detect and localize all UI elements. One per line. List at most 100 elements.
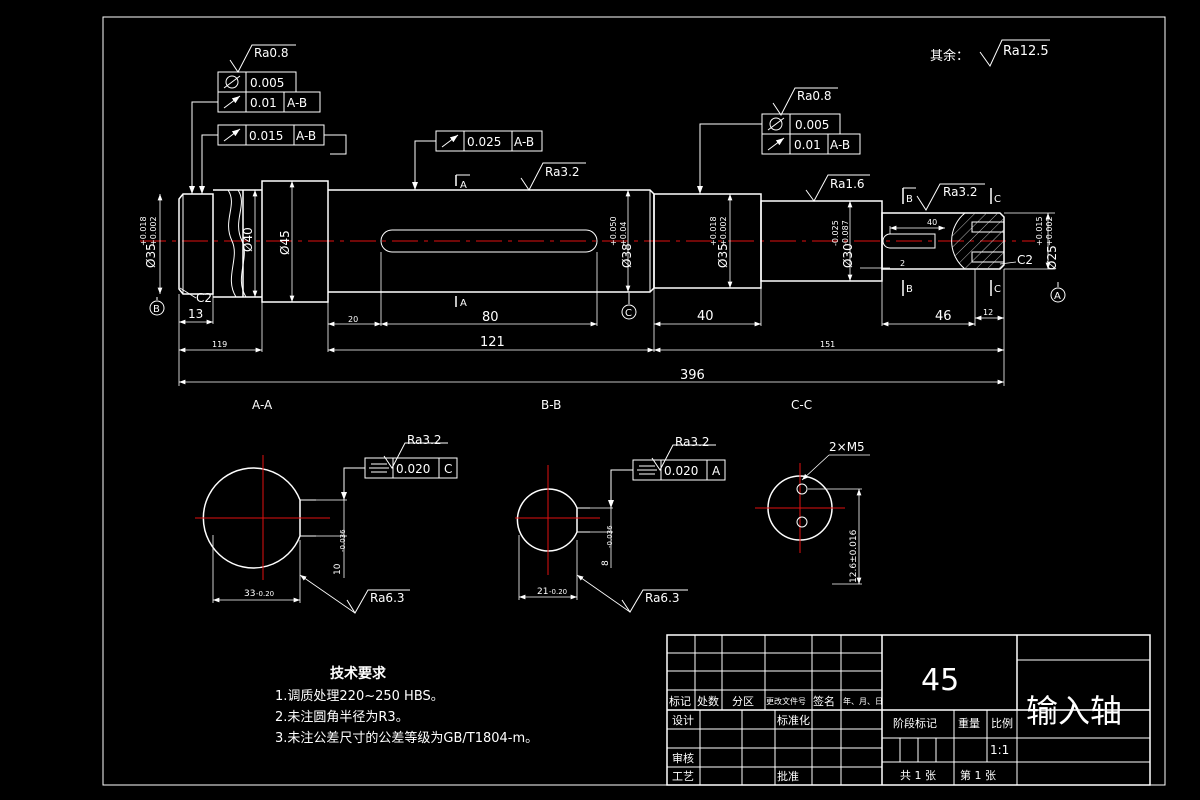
material: 45: [921, 663, 959, 698]
gdt-left-circularity: 0.005: [217, 71, 297, 93]
sec-c-holes: 2×M5: [829, 440, 865, 454]
svg-text:C: C: [444, 462, 452, 476]
svg-text:+0.018: +0.018: [139, 216, 148, 246]
svg-text:Ra3.2: Ra3.2: [545, 165, 580, 179]
svg-text:设计: 设计: [672, 714, 694, 727]
dim-l46: 46: [935, 309, 952, 324]
dim-l80: 80: [482, 310, 499, 325]
svg-text:C: C: [994, 194, 1001, 205]
datum-a: A: [1050, 282, 1066, 303]
svg-text:Ra3.2: Ra3.2: [943, 185, 978, 199]
dim-d35-right: Ø35: [716, 243, 730, 268]
svg-text:+0.015: +0.015: [1035, 216, 1044, 246]
dim-d40: Ø40: [241, 227, 255, 252]
svg-text:Ra0.8: Ra0.8: [254, 46, 289, 60]
roughness-keyway-top: Ra3.2: [520, 162, 586, 191]
svg-text:+0.002: +0.002: [719, 216, 728, 246]
svg-text:A: A: [460, 180, 467, 191]
svg-text:A: A: [460, 298, 467, 309]
svg-text:A: A: [1054, 291, 1061, 302]
svg-text:C: C: [994, 284, 1001, 295]
dim-d38: Ø38: [620, 243, 634, 268]
dim-d30: Ø30: [841, 243, 855, 268]
dim-l119: 119: [212, 340, 227, 349]
svg-text:标准化: 标准化: [777, 713, 810, 727]
svg-text:B: B: [906, 194, 913, 205]
dim-d45: Ø45: [278, 230, 292, 255]
dim-d25: Ø25: [1045, 245, 1059, 270]
tech-req-title: 技术要求: [330, 665, 387, 682]
svg-text:8: 8: [601, 560, 611, 566]
part-name: 输入轴: [1026, 692, 1122, 730]
svg-text:-0.036: -0.036: [339, 529, 347, 552]
tech-req-item-3: 3.未注公差尺寸的公差等级为GB/T1804-m。: [275, 730, 538, 746]
svg-text:处数: 处数: [697, 695, 719, 708]
svg-text:+0.018: +0.018: [709, 216, 718, 246]
svg-text:A-B: A-B: [514, 135, 534, 149]
svg-text:21: 21: [537, 587, 548, 597]
svg-text:标记: 标记: [669, 694, 691, 708]
svg-text:33: 33: [244, 589, 255, 599]
datum-c: C: [621, 293, 637, 320]
diameter-dims: Ø35 +0.018 +0.002 Ø40 Ø45 Ø38 +0.050 +0.…: [139, 181, 1059, 302]
svg-text:重量: 重量: [958, 716, 980, 730]
svg-text:0.005: 0.005: [795, 118, 829, 132]
svg-text:-0.20: -0.20: [256, 590, 274, 598]
dim-l121: 121: [480, 335, 505, 350]
svg-text:更改文件号: 更改文件号: [766, 696, 806, 706]
dim-l13: 13: [188, 307, 203, 321]
svg-text:C: C: [625, 308, 632, 319]
gdt-mid-runout: 0.025 A-B: [412, 130, 543, 190]
svg-text:A-B: A-B: [830, 138, 850, 152]
svg-text:比例: 比例: [991, 716, 1013, 730]
dim-key40: 40: [927, 218, 937, 227]
svg-text:-0.20: -0.20: [549, 588, 567, 596]
dim-d35-left: Ø35: [144, 243, 158, 268]
svg-text:Ra6.3: Ra6.3: [370, 591, 405, 605]
drawing-frame: [102, 16, 1166, 786]
gdt-right-circularity: 0.005: [761, 113, 841, 135]
general-roughness-value: Ra12.5: [1003, 44, 1049, 59]
svg-text:Ra3.2: Ra3.2: [407, 433, 442, 447]
svg-text:Ra6.3: Ra6.3: [645, 591, 680, 605]
svg-text:阶段标记: 阶段标记: [893, 716, 937, 730]
svg-text:工艺: 工艺: [672, 770, 694, 783]
main-shaft-view: [140, 180, 1035, 303]
tech-requirements: 技术要求 1.调质处理220~250 HBS。 2.未注圆角半径为R3。 3.未…: [275, 665, 538, 746]
scale-value: 1:1: [990, 743, 1009, 757]
shaft-collar: [261, 180, 329, 303]
svg-text:+0.002: +0.002: [149, 216, 158, 246]
svg-text:A: A: [712, 464, 721, 478]
section-title-b: B-B: [541, 398, 561, 412]
svg-text:+0.002: +0.002: [1045, 216, 1054, 246]
section-title-a: A-A: [252, 398, 273, 412]
dim-key2: 2: [900, 259, 905, 268]
dim-l151: 151: [820, 340, 835, 349]
svg-text:0.020: 0.020: [396, 462, 430, 476]
dim-l40: 40: [697, 309, 714, 324]
chamfer-labels: C2 C2: [179, 253, 1033, 305]
chamfer-right: C2: [1017, 253, 1033, 267]
svg-text:审核: 审核: [672, 751, 694, 765]
length-dims: 13 119 20 80 121 40 151 46 12 396 40 2: [178, 218, 1005, 386]
gdt-left-runout-2: 0.015 A-B: [199, 124, 347, 194]
svg-text:年、月、日: 年、月、日: [843, 696, 883, 706]
svg-text:签名: 签名: [813, 694, 835, 708]
roughness-left-bearing: Ra0.8: [229, 44, 296, 73]
general-roughness-label: 其余：: [930, 48, 969, 64]
general-roughness: 其余： Ra12.5: [930, 39, 1050, 67]
dim-l12: 12: [983, 308, 993, 317]
section-title-c: C-C: [791, 398, 812, 412]
section-cut-marks: A A B B C C: [455, 174, 1001, 309]
gdt-left-runout: 0.01 A-B: [189, 91, 321, 194]
section-b-view: 8 -0.036 21 -0.20 0.020 A Ra3.2 Ra6.3: [515, 435, 726, 613]
svg-text:-0.025: -0.025: [831, 220, 840, 246]
svg-text:分区: 分区: [732, 695, 754, 708]
svg-text:B: B: [906, 284, 913, 295]
left-bearing-segment: [178, 193, 214, 295]
roughness-shaft-seg: Ra1.6: [805, 174, 870, 202]
roughness-right-bearing: Ra0.8: [772, 87, 838, 116]
section-c-view: 2×M5 12.6±0.016: [755, 440, 870, 585]
svg-text:Ra1.6: Ra1.6: [830, 177, 865, 191]
